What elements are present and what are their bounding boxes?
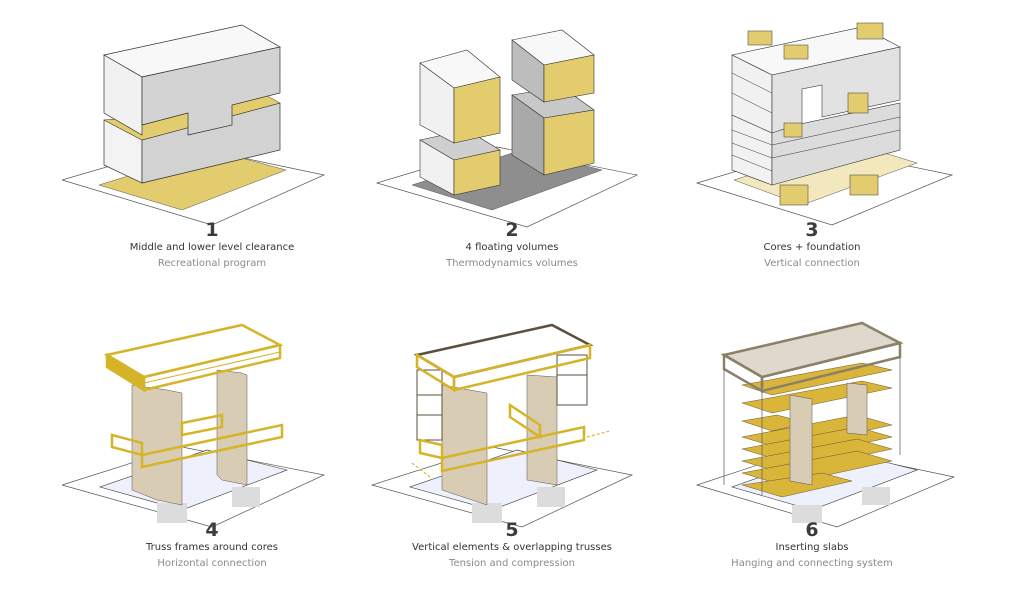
step-title: 4 floating volumes: [465, 242, 559, 253]
column-grid: [723, 357, 901, 495]
step-title: Middle and lower level clearance: [129, 242, 295, 253]
step-title: Cores + foundation: [763, 242, 861, 253]
mid-truss-frame: [418, 402, 586, 473]
core-right: [216, 369, 248, 486]
core-left: [441, 384, 488, 506]
upper-volume-side: [141, 46, 281, 136]
step-5-panel: 5 Vertical elements & overlapping trusse…: [362, 315, 662, 605]
step-number: 4: [205, 519, 219, 541]
volume-4-side: [543, 54, 595, 103]
core-left: [789, 394, 813, 486]
core-left: [131, 384, 183, 506]
step-3-panel: 3 Cores + foundation Vertical connection: [662, 15, 962, 305]
vertical-frame: [416, 354, 588, 441]
step-number: 2: [505, 219, 519, 241]
step-4-caption: 4 Truss frames around cores Horizontal c…: [62, 520, 362, 570]
core-right: [846, 382, 868, 436]
step-number: 6: [805, 519, 819, 541]
step-3-caption: 3 Cores + foundation Vertical connection: [662, 220, 962, 270]
step-1-diagram: [62, 24, 326, 226]
step-title: Inserting slabs: [775, 542, 849, 553]
force-arrows: [411, 430, 611, 478]
footing-left: [472, 503, 502, 523]
step-2-diagram: [375, 29, 639, 228]
step-title: Vertical elements & overlapping trusses: [412, 542, 612, 553]
footing-right: [232, 487, 260, 507]
volume-1-side: [453, 149, 501, 196]
step-number: 3: [805, 219, 819, 241]
step-5-diagram: [370, 323, 634, 528]
footing-left: [157, 503, 187, 523]
core-cap-1: [747, 30, 773, 46]
core-segment-2: [783, 122, 803, 138]
step-4-panel: 4 Truss frames around cores Horizontal c…: [62, 315, 362, 605]
step-3-diagram: [695, 22, 954, 226]
top-truss-frame: [103, 323, 284, 393]
step-2-caption: 2 4 floating volumes Thermodynamics volu…: [362, 220, 662, 270]
foundation-footing-right: [849, 174, 879, 196]
step-subtitle: Hanging and connecting system: [731, 558, 893, 569]
core-segment-1: [847, 92, 869, 114]
step-subtitle: Vertical connection: [764, 258, 860, 269]
top-truss-frame: [413, 323, 594, 393]
footing-left: [792, 505, 822, 523]
step-1-caption: 1 Middle and lower level clearance Recre…: [62, 220, 362, 270]
volume-2-side: [453, 76, 501, 144]
step-1-panel: 1 Middle and lower level clearance Recre…: [62, 15, 362, 305]
upper-volume-front: [103, 54, 143, 136]
step-subtitle: Horizontal connection: [157, 558, 267, 569]
step-subtitle: Thermodynamics volumes: [446, 258, 578, 269]
core-right: [526, 374, 558, 486]
step-number: 1: [205, 219, 219, 241]
step-number: 5: [505, 519, 519, 541]
step-subtitle: Recreational program: [157, 258, 267, 269]
step-6-panel: 6 Inserting slabs Hanging and connecting…: [662, 315, 962, 605]
core-cap-3: [856, 22, 884, 40]
step-6-caption: 6 Inserting slabs Hanging and connecting…: [662, 520, 962, 570]
footing-right: [537, 487, 565, 507]
footing-right: [862, 487, 890, 505]
step-6-diagram: [695, 321, 956, 528]
step-subtitle: Tension and compression: [449, 558, 575, 569]
volume-3-side: [543, 109, 595, 176]
step-title: Truss frames around cores: [146, 542, 278, 553]
core-cap-2: [783, 44, 809, 60]
step-5-caption: 5 Vertical elements & overlapping trusse…: [362, 520, 662, 570]
foundation-footing-left: [779, 184, 809, 206]
step-4-diagram: [62, 323, 326, 528]
step-2-panel: 2 4 floating volumes Thermodynamics volu…: [362, 15, 662, 305]
upper-stack-side: [771, 46, 901, 134]
mid-truss-frame: [110, 413, 284, 469]
